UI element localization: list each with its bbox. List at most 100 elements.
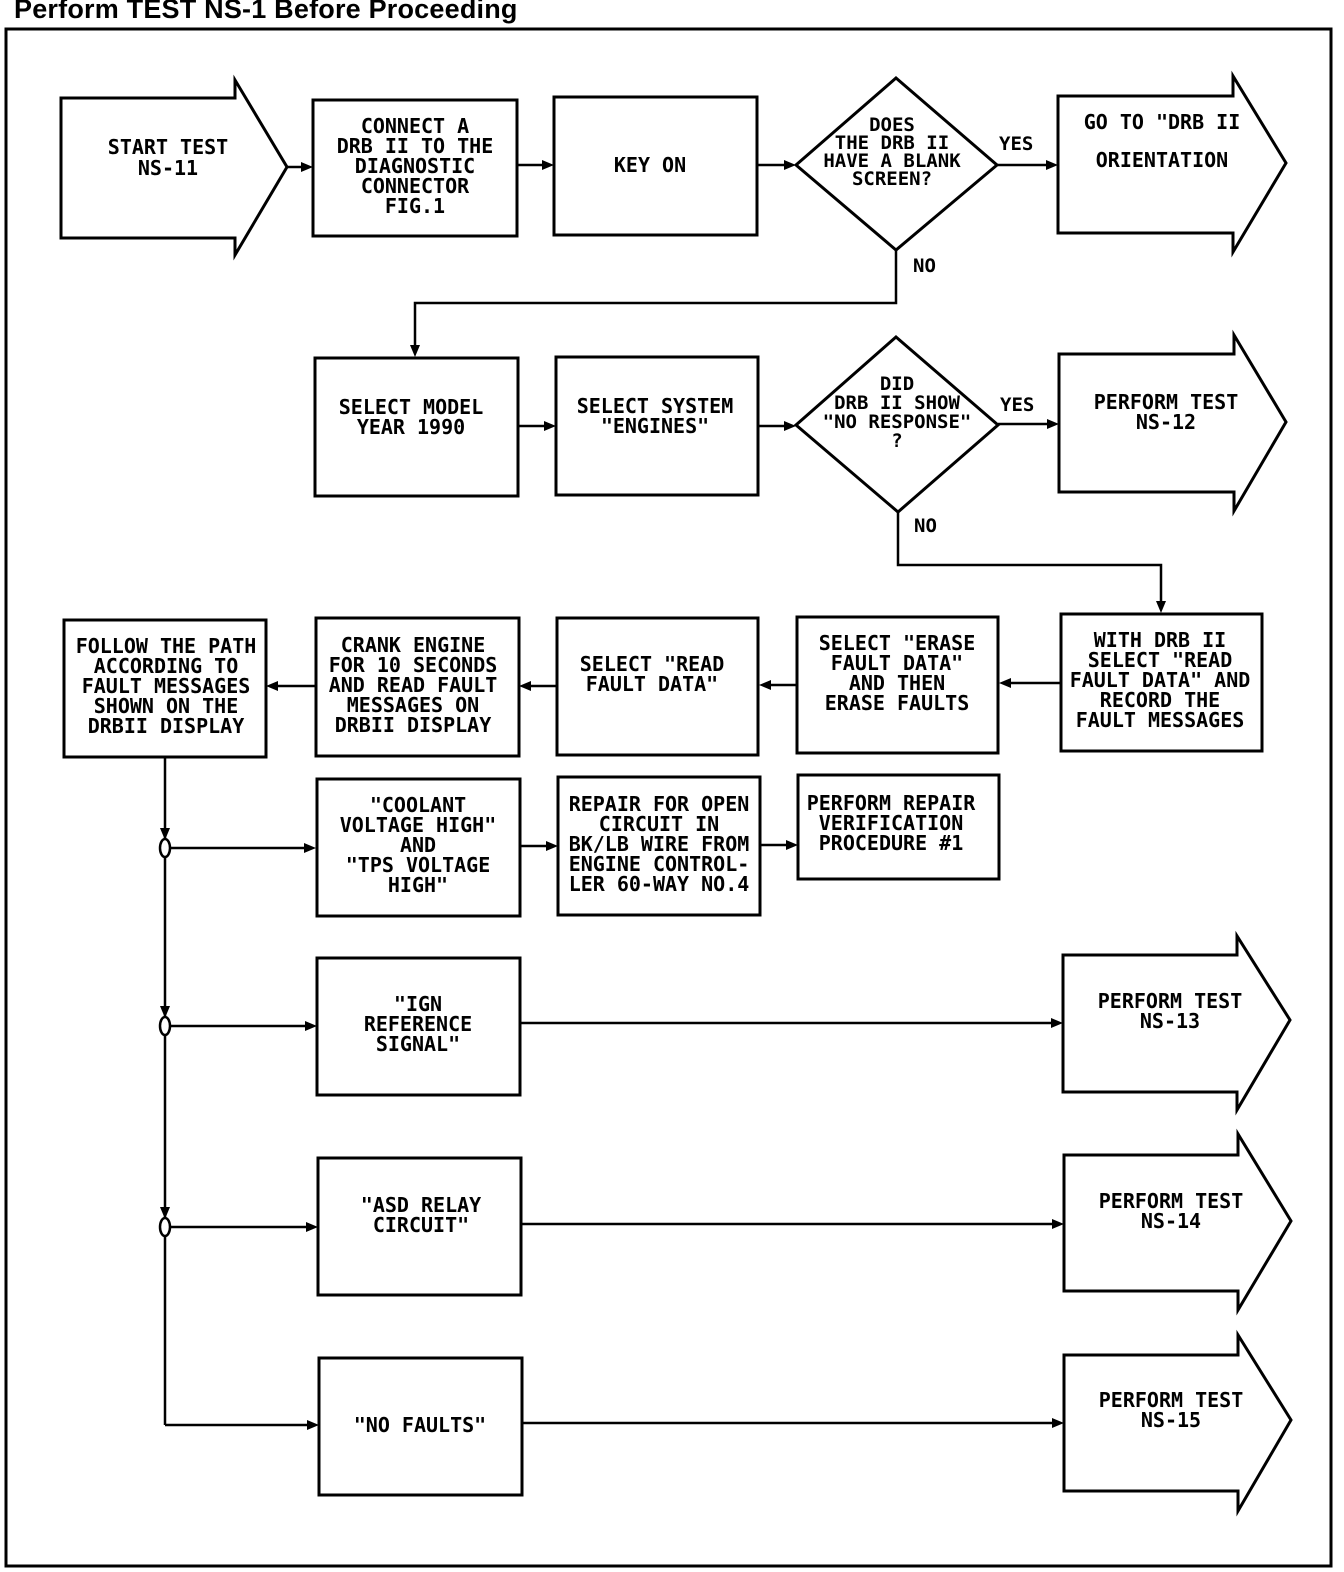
node-label-crank: DRBII DISPLAY [335, 713, 492, 737]
blank-screen-decision [793, 76, 1000, 252]
test-ns12-arrow [1057, 329, 1288, 517]
test-ns13-arrow [1061, 930, 1292, 1116]
node-label-ign: "IGN [394, 992, 442, 1016]
node-label-record-faults: FAULT MESSAGES [1076, 708, 1245, 732]
node-label-verification: PERFORM REPAIR [807, 791, 977, 815]
arrowheads [160, 160, 1166, 1430]
node-label-no-response: DID [880, 373, 914, 395]
node-label-orientation: ORIENTATION [1096, 148, 1228, 172]
node-label-ns13: PERFORM TEST [1098, 989, 1243, 1013]
no-faults-box [317, 1356, 524, 1497]
node-label-record-faults: RECORD THE [1100, 688, 1220, 712]
repair-verification-box [796, 773, 1001, 881]
node-label-follow-path: DRBII DISPLAY [88, 714, 245, 738]
node-label-read-fault: FAULT DATA" [586, 672, 718, 696]
connect-drb-box [311, 98, 519, 238]
node-label-blank-screen: THE DRB II [835, 132, 949, 154]
repair-open-circuit-box [556, 775, 762, 917]
asd-relay-box [316, 1156, 523, 1297]
crank-engine-box [314, 616, 521, 758]
node-label-crank: AND READ FAULT [329, 673, 498, 697]
coolant-tps-box [315, 777, 522, 918]
record-faults-box [1059, 612, 1264, 753]
node-label-coolant: "TPS VOLTAGE [346, 853, 491, 877]
node-label-start: NS-11 [138, 156, 198, 180]
node-label-follow-path: FAULT MESSAGES [82, 674, 251, 698]
node-label-key-on: KEY ON [614, 153, 686, 177]
node-label-repair-open: CIRCUIT IN [599, 812, 719, 836]
node-label-crank: CRANK ENGINE [341, 633, 486, 657]
node-label-ns12: NS-12 [1136, 410, 1196, 434]
node-label-blank-screen: SCREEN? [852, 168, 932, 190]
node-label-crank: MESSAGES ON [347, 693, 479, 717]
node-label-repair-open: REPAIR FOR OPEN [569, 792, 750, 816]
node-label-repair-open: LER 60-WAY NO.4 [569, 872, 750, 896]
node-label-follow-path: ACCORDING TO [94, 654, 239, 678]
node-label-connect: DRB II TO THE [337, 134, 494, 158]
start-test-arrow [59, 74, 289, 261]
edge-label-yes: YES [1000, 394, 1034, 416]
node-label-asd: "ASD RELAY [361, 1193, 481, 1217]
connector-lines [163, 163, 1163, 1427]
node-label-erase-faults: AND THEN [849, 671, 945, 695]
node-label-coolant: HIGH" [388, 873, 448, 897]
node-label-connect: DIAGNOSTIC [355, 154, 475, 178]
node-label-record-faults: SELECT "READ [1088, 648, 1233, 672]
edge-label-no: NO [913, 255, 936, 277]
erase-faults-box [795, 615, 1000, 755]
node-label-connect: CONNECT A [361, 114, 469, 138]
node-label-no-response: ? [891, 430, 902, 452]
edge-label-no: NO [914, 515, 937, 537]
test-ns14-arrow [1062, 1128, 1293, 1316]
node-label-ns13: NS-13 [1140, 1009, 1200, 1033]
orientation-arrow [1056, 70, 1288, 258]
node-label-record-faults: FAULT DATA" AND [1070, 668, 1251, 692]
node-label-repair-open: BK/LB WIRE FROM [569, 832, 750, 856]
follow-path-box [62, 618, 268, 759]
node-label-verification: VERIFICATION [819, 811, 964, 835]
node-label-asd: CIRCUIT" [373, 1213, 469, 1237]
no-response-decision [793, 335, 1001, 514]
node-label-connect: CONNECTOR [361, 174, 470, 198]
node-label-model-year: SELECT MODEL [339, 395, 484, 419]
node-label-crank: FOR 10 SECONDS [329, 653, 498, 677]
node-label-follow-path: FOLLOW THE PATH [76, 634, 257, 658]
node-label-coolant: AND [400, 833, 436, 857]
node-label-erase-faults: ERASE FAULTS [825, 691, 970, 715]
node-label-select-system: "ENGINES" [601, 414, 709, 438]
node-label-model-year: YEAR 1990 [357, 415, 465, 439]
junction-markers [158, 837, 172, 1238]
node-label-blank-screen: HAVE A BLANK [823, 150, 961, 172]
node-label-no-response: "NO RESPONSE" [823, 411, 972, 433]
node-label-ns15: NS-15 [1141, 1408, 1201, 1432]
node-label-ign: SIGNAL" [376, 1032, 460, 1056]
node-label-ns15: PERFORM TEST [1099, 1388, 1244, 1412]
page-header: Perform TEST NS-1 Before Proceeding [14, 0, 518, 24]
node-label-ns12: PERFORM TEST [1094, 390, 1239, 414]
node-label-ign: REFERENCE [364, 1012, 472, 1036]
ign-reference-box [315, 956, 522, 1097]
select-model-year-box [313, 356, 520, 498]
node-label-record-faults: WITH DRB II [1094, 628, 1226, 652]
node-label-start: START TEST [108, 135, 228, 159]
node-label-no-response: DRB II SHOW [834, 392, 960, 414]
node-label-erase-faults: FAULT DATA" [831, 651, 963, 675]
node-label-orientation: GO TO "DRB II [1084, 110, 1241, 134]
test-ns15-arrow [1062, 1329, 1293, 1517]
node-label-erase-faults: SELECT "ERASE [819, 631, 976, 655]
node-label-coolant: VOLTAGE HIGH" [340, 813, 497, 837]
node-label-repair-open: ENGINE CONTROL- [569, 852, 750, 876]
node-label-read-fault: SELECT "READ [580, 652, 725, 676]
select-system-box [554, 355, 760, 497]
node-label-follow-path: SHOWN ON THE [94, 694, 239, 718]
edge-label-yes: YES [999, 133, 1033, 155]
node-label-blank-screen: DOES [869, 114, 915, 136]
node-label-connect: FIG.1 [385, 194, 445, 218]
read-fault-data-box [555, 616, 760, 757]
node-label-ns14: NS-14 [1141, 1209, 1201, 1233]
node-label-ns14: PERFORM TEST [1099, 1189, 1244, 1213]
key-on-box [552, 95, 759, 237]
node-label-select-system: SELECT SYSTEM [577, 394, 734, 418]
node-label-no-faults: "NO FAULTS" [354, 1413, 486, 1437]
